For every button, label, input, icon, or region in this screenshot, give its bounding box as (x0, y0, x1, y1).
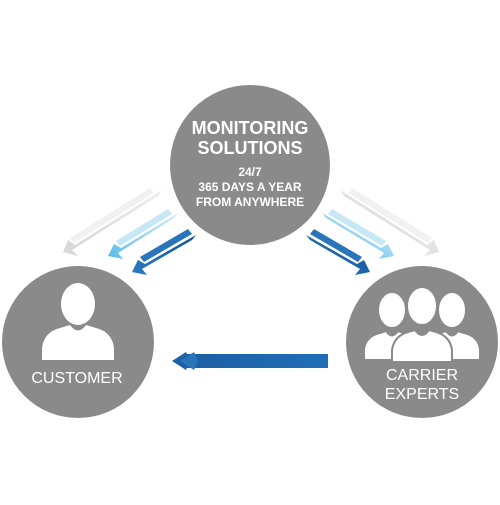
left-arrow-light-shadow (116, 209, 172, 246)
monitoring-sub-line3: FROM ANYWHERE (195, 195, 305, 209)
right-arrow-faded-shadow (348, 188, 432, 243)
person-icon (42, 283, 114, 360)
monitoring-title-line2: SOLUTIONS (197, 138, 303, 158)
customer-label: CUSTOMER (31, 370, 123, 387)
monitoring-sub-line2: 365 DAYS A YEAR (198, 180, 302, 194)
carrier-label-line1: CARRIER (385, 367, 458, 384)
left-arrow-light (108, 213, 178, 259)
carrier-label: CARRIER EXPERTS (352, 366, 492, 404)
monitoring-circle (170, 85, 330, 245)
right-arrow-light-shadow (328, 209, 386, 246)
left-arrow-dark (132, 235, 196, 275)
left-arrow-dark-shadow (140, 229, 192, 262)
bottom-arrow-head-2 (180, 352, 198, 370)
left-arrow-faded-shadow (70, 188, 154, 243)
left-arrow-faded (63, 190, 162, 256)
carrier-label-line2: EXPERTS (384, 386, 460, 403)
monitoring-sub-line1: 24/7 (238, 165, 262, 179)
right-arrow-dark (306, 235, 370, 275)
left-arrows (63, 188, 196, 275)
right-arrow-faded (340, 190, 439, 256)
monitoring-title: MONITORING SOLUTIONS (175, 118, 325, 158)
right-arrows (306, 188, 439, 275)
group-icon (363, 286, 481, 363)
bottom-arrow (172, 352, 328, 370)
right-arrow-dark-shadow (310, 229, 362, 262)
right-arrow-light (322, 213, 394, 259)
monitoring-title-line1: MONITORING (191, 118, 309, 138)
monitoring-subtitle: 24/7 365 DAYS A YEAR FROM ANYWHERE (175, 165, 325, 210)
bottom-arrow-shaft (186, 354, 328, 368)
